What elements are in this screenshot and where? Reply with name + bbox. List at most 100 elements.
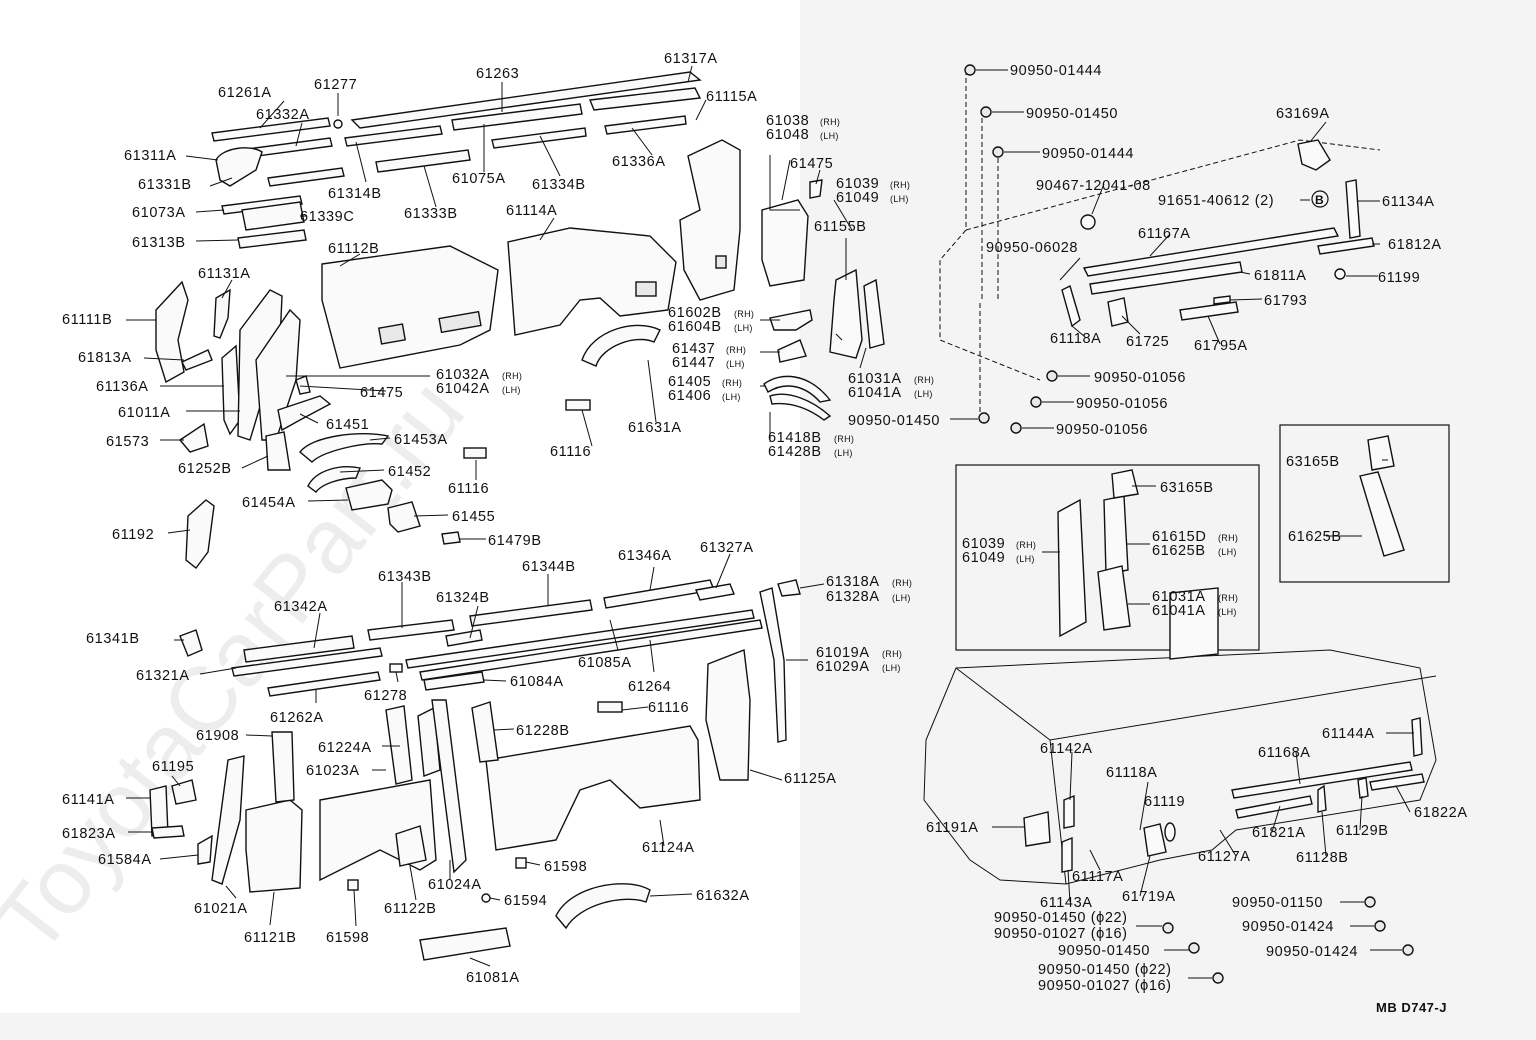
part-pillar-61019a (759, 587, 787, 743)
part-grommet-90467 (1080, 214, 1096, 230)
part-window-cutout-2 (377, 323, 407, 345)
lh-tag: (LH) (914, 389, 933, 399)
callout-label: 61324B (436, 590, 490, 606)
part-bracket-61725 (1107, 297, 1129, 327)
lh-tag: (LH) (734, 323, 753, 333)
part-molding-61144a (1411, 717, 1423, 757)
callout-label: 61625B (1288, 529, 1342, 545)
pair-lh: 61049 (962, 550, 1005, 566)
rh-tag: (RH) (882, 649, 902, 659)
part-pillar-61031a-inset (1097, 565, 1131, 631)
callout-label: 61452 (388, 464, 431, 480)
fastener-l (1188, 942, 1200, 954)
callout-label: 61811A (1254, 268, 1307, 284)
leader (126, 65, 821, 540)
callout-label: 90950-01450 (ϕ22) (1038, 962, 1172, 978)
part-rail-61167a (1082, 227, 1340, 277)
callout-label: 61081A (466, 970, 520, 986)
callout-label: 90950-01444 (1010, 63, 1102, 79)
pair-lh: 61041A (1152, 603, 1206, 619)
lh-tag: (LH) (722, 392, 741, 402)
callout-label: 90467-12041-08 (1036, 178, 1151, 194)
part-bracket-61131a (213, 288, 231, 339)
callout-label: 61134A (1382, 194, 1435, 210)
fastener-k (1162, 922, 1174, 934)
lh-tag: (LH) (1218, 607, 1237, 617)
leader (286, 155, 867, 442)
pair-rh: 61019A (816, 645, 870, 661)
callout-label: 61195 (152, 759, 194, 775)
part-rail-61327a (695, 583, 735, 601)
callout-label: 61263 (476, 66, 519, 82)
fastener-i (1374, 920, 1386, 932)
callout-label: 61129B (1336, 823, 1389, 839)
callout-label: 61822A (1414, 805, 1468, 821)
callout-label: 61475 (790, 156, 833, 172)
pair-rh: 61039 (962, 536, 1005, 552)
callout-pair: 61039 (RH) 61049 (LH) (836, 176, 910, 206)
pair-lh: 61406 (668, 388, 711, 404)
part-pillar-61136a (221, 344, 241, 436)
callout-label: 61317A (664, 51, 718, 67)
pair-rh: 61318A (826, 574, 880, 590)
callout-label: 61346A (618, 548, 672, 564)
part-panel-61121b (245, 799, 303, 893)
callout-label: 61192 (112, 527, 154, 543)
callout-label: 61262A (270, 710, 324, 726)
callout-label: 61085A (578, 655, 632, 671)
callout-label: 61277 (314, 77, 357, 93)
leader (126, 553, 825, 967)
rh-tag: (RH) (502, 371, 522, 381)
fastener-f (978, 412, 990, 424)
callout-label: 61343B (378, 569, 432, 585)
callout-label: 63165B (1160, 480, 1214, 496)
part-rail-61405 (763, 375, 832, 403)
callout-label: 61111B (62, 312, 112, 328)
leader (950, 69, 1414, 979)
rh-tag: (RH) (726, 345, 746, 355)
part-clip-61598b (515, 857, 527, 869)
callout-label: 61313B (132, 235, 186, 251)
pair-lh: 61625B (1152, 543, 1206, 559)
part-clip-61277 (333, 119, 343, 129)
callout-label: 61454A (242, 495, 296, 511)
callout-label: 61598 (326, 930, 369, 946)
part-pillar-61224a (385, 705, 413, 785)
callout-label: 90950-01450 (848, 413, 940, 429)
part-pillar-61021a (211, 755, 245, 885)
callout-label: 61336A (612, 154, 666, 170)
part-bracket-61573 (178, 422, 209, 453)
part-wheel-arch-61631a (581, 324, 661, 367)
part-bracket-61119 (1143, 823, 1167, 857)
callout-label: 61261A (218, 85, 272, 101)
lh-tag: (LH) (882, 663, 901, 673)
part-molding-61822a (1369, 773, 1425, 791)
leader-lines (126, 65, 1414, 979)
parts-upper-left (155, 71, 885, 569)
lh-tag: (LH) (502, 385, 521, 395)
part-rail-61812a (1317, 237, 1375, 255)
lh-tag: (LH) (726, 359, 745, 369)
pair-rh: 61031A (848, 371, 902, 387)
part-rail-61084a (423, 671, 485, 691)
callout-label: 61073A (132, 205, 186, 221)
part-rail-61321a (231, 647, 383, 677)
callout-label: 90950-01424 (1242, 919, 1334, 935)
callout-label: 61116 (550, 444, 591, 460)
part-bracket-61122b (395, 825, 427, 867)
callout-label: 61142A (1040, 741, 1093, 757)
part-rail-61261-2 (267, 167, 345, 187)
callout-label: 90950-01027 (ϕ16) (1038, 978, 1172, 994)
bottom-strip (0, 1013, 800, 1040)
part-bracket-61128b (1317, 784, 1327, 813)
part-pillar-61155b (863, 278, 885, 349)
part-pillar-61192 (185, 499, 215, 569)
callout-label: 61199 (1378, 270, 1420, 286)
fastener-b (980, 106, 992, 118)
callout-pair: 61019A (RH) 61029A (LH) (816, 645, 902, 675)
callout-label: 61141A (62, 792, 115, 808)
rh-tag: (RH) (820, 117, 840, 127)
part-bracket-61455 (387, 501, 421, 533)
rh-tag: (RH) (1218, 533, 1238, 543)
part-rail-61344b (469, 599, 593, 627)
